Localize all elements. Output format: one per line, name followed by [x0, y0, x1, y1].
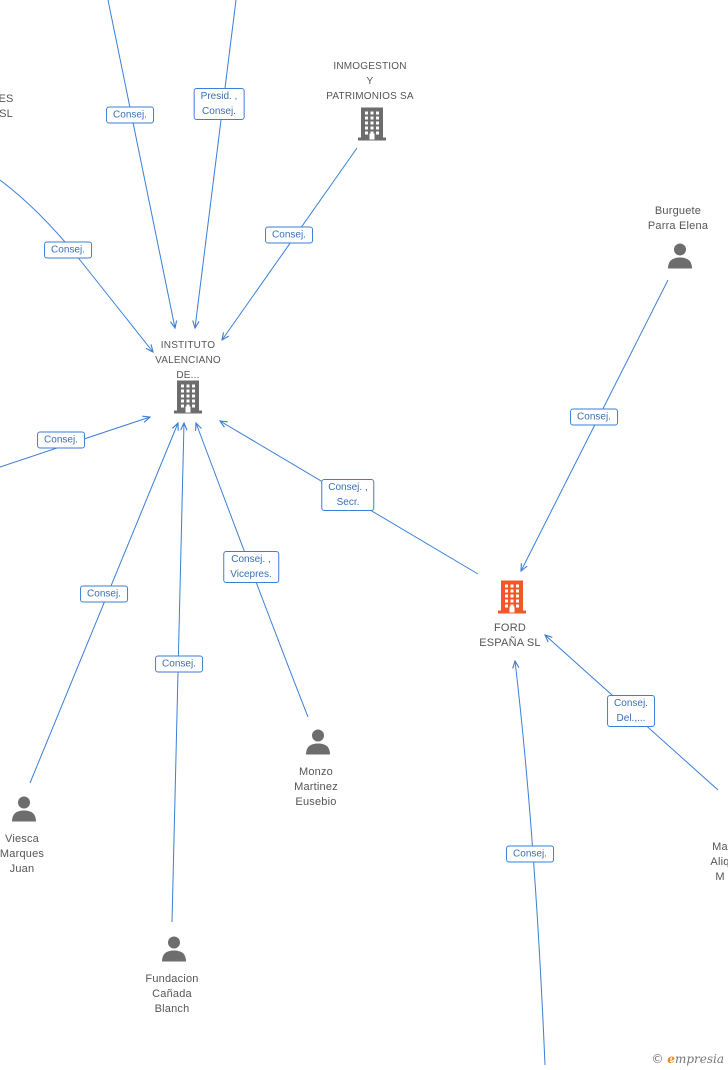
edge-label-line: Consej. — [87, 588, 121, 600]
edge-label-e5[interactable]: Consej. — [37, 431, 85, 449]
node-label-line: FORD — [494, 622, 526, 634]
person-icon[interactable] — [10, 795, 38, 828]
node-label-line: Juan — [9, 863, 35, 875]
node-label-line: Monzo — [298, 766, 334, 778]
edge-label-line: Consej. , — [328, 482, 368, 493]
edge-label-e9[interactable]: Consej. , Secr. — [321, 479, 375, 511]
edge-label-line: Consej. — [272, 229, 306, 241]
edge-label-e2[interactable]: Presid. , Consej. — [193, 88, 245, 120]
company-building-icon[interactable] — [497, 579, 527, 620]
edge-e1 — [107, 0, 175, 328]
edge-label-line: Consej. — [202, 106, 236, 117]
edge-label-line: Consej. — [513, 848, 547, 860]
node-label-line: Aliq — [710, 856, 728, 868]
edge-e4 — [222, 147, 358, 340]
node-label-line: Parra Elena — [647, 220, 709, 232]
edge-e6 — [29, 423, 178, 784]
edge-label-e6[interactable]: Consej. — [80, 585, 128, 603]
edge-label-line: Secr. — [336, 497, 360, 508]
edge-label-line: Vicepres. — [230, 569, 272, 580]
node-label-line: VALENCIANO — [155, 355, 221, 366]
node-label-ivd[interactable]: INSTITUTO VALENCIANO DE... — [155, 338, 221, 383]
edge-label-line: Consej. — [44, 434, 78, 446]
edge-label-e11[interactable]: Consej. Del.,... — [607, 695, 655, 727]
node-label-line: Eusebio — [295, 796, 337, 808]
edge-label-e10[interactable]: Consej. — [570, 408, 618, 426]
edge-label-e12[interactable]: Consej. — [506, 845, 554, 863]
node-label-line: Viesca — [4, 833, 40, 845]
brand-logo-text: mpresia — [674, 1052, 724, 1066]
edge-label-line: Consej. — [113, 109, 147, 121]
edge-label-line: Consej. — [614, 698, 648, 709]
node-label-line: DE... — [176, 370, 200, 381]
edge-label-line: Del.,... — [616, 713, 646, 724]
node-label-line: Martinez — [294, 781, 338, 793]
edge-label-e8[interactable]: Consej. , Vicepres. — [223, 551, 279, 583]
person-icon[interactable] — [666, 242, 694, 275]
node-label-ford[interactable]: FORD ESPAÑA SL — [479, 621, 541, 651]
edge-label-e4[interactable]: Consej. — [265, 226, 313, 244]
node-label-line: PATRIMONIOS SA — [326, 91, 414, 102]
node-label-line: Fundacion — [145, 973, 199, 985]
person-icon[interactable] — [160, 935, 188, 968]
node-label-inmo[interactable]: INMOGESTION Y PATRIMONIOS SA — [326, 59, 413, 104]
brand-logo-initial: e — [667, 1052, 675, 1066]
node-label-line: INMOGESTION — [333, 61, 407, 72]
edge-e12 — [515, 661, 546, 1066]
edge-e7 — [171, 423, 184, 923]
person-icon[interactable] — [304, 728, 332, 761]
company-building-icon[interactable] — [173, 379, 203, 420]
edge-e3 — [0, 179, 153, 352]
node-label-line: SL — [0, 108, 13, 120]
node-label-line: Ma — [712, 841, 728, 853]
node-label-leftco[interactable]: ES SL — [0, 92, 14, 122]
node-label-line: M — [715, 871, 725, 883]
edge-e2 — [195, 0, 237, 328]
edge-e8 — [196, 423, 309, 718]
edge-label-line: Consej. — [577, 411, 611, 423]
node-label-line: Blanch — [154, 1003, 190, 1015]
brand-footer: © empresia — [651, 1052, 724, 1066]
edge-e10 — [521, 279, 669, 571]
node-label-line: Y — [366, 76, 374, 87]
node-label-line: Marques — [0, 848, 45, 860]
node-label-line: INSTITUTO — [160, 340, 216, 351]
node-label-line: Burguete — [654, 205, 702, 217]
node-label-line: ES — [0, 93, 14, 105]
edge-label-line: Presid. , — [200, 91, 238, 102]
node-label-line: ESPAÑA SL — [479, 637, 541, 649]
company-building-icon[interactable] — [357, 106, 387, 147]
edge-label-line: Consej. , — [231, 554, 271, 565]
edge-label-e1[interactable]: Consej. — [106, 106, 154, 124]
edge-label-line: Consej. — [51, 244, 85, 256]
copyright-symbol: © — [651, 1052, 664, 1066]
node-label-line: Cañada — [152, 988, 192, 1000]
edge-label-line: Consej. — [162, 658, 196, 670]
edge-label-e7[interactable]: Consej. — [155, 655, 203, 673]
edge-label-e3[interactable]: Consej. — [44, 241, 92, 259]
